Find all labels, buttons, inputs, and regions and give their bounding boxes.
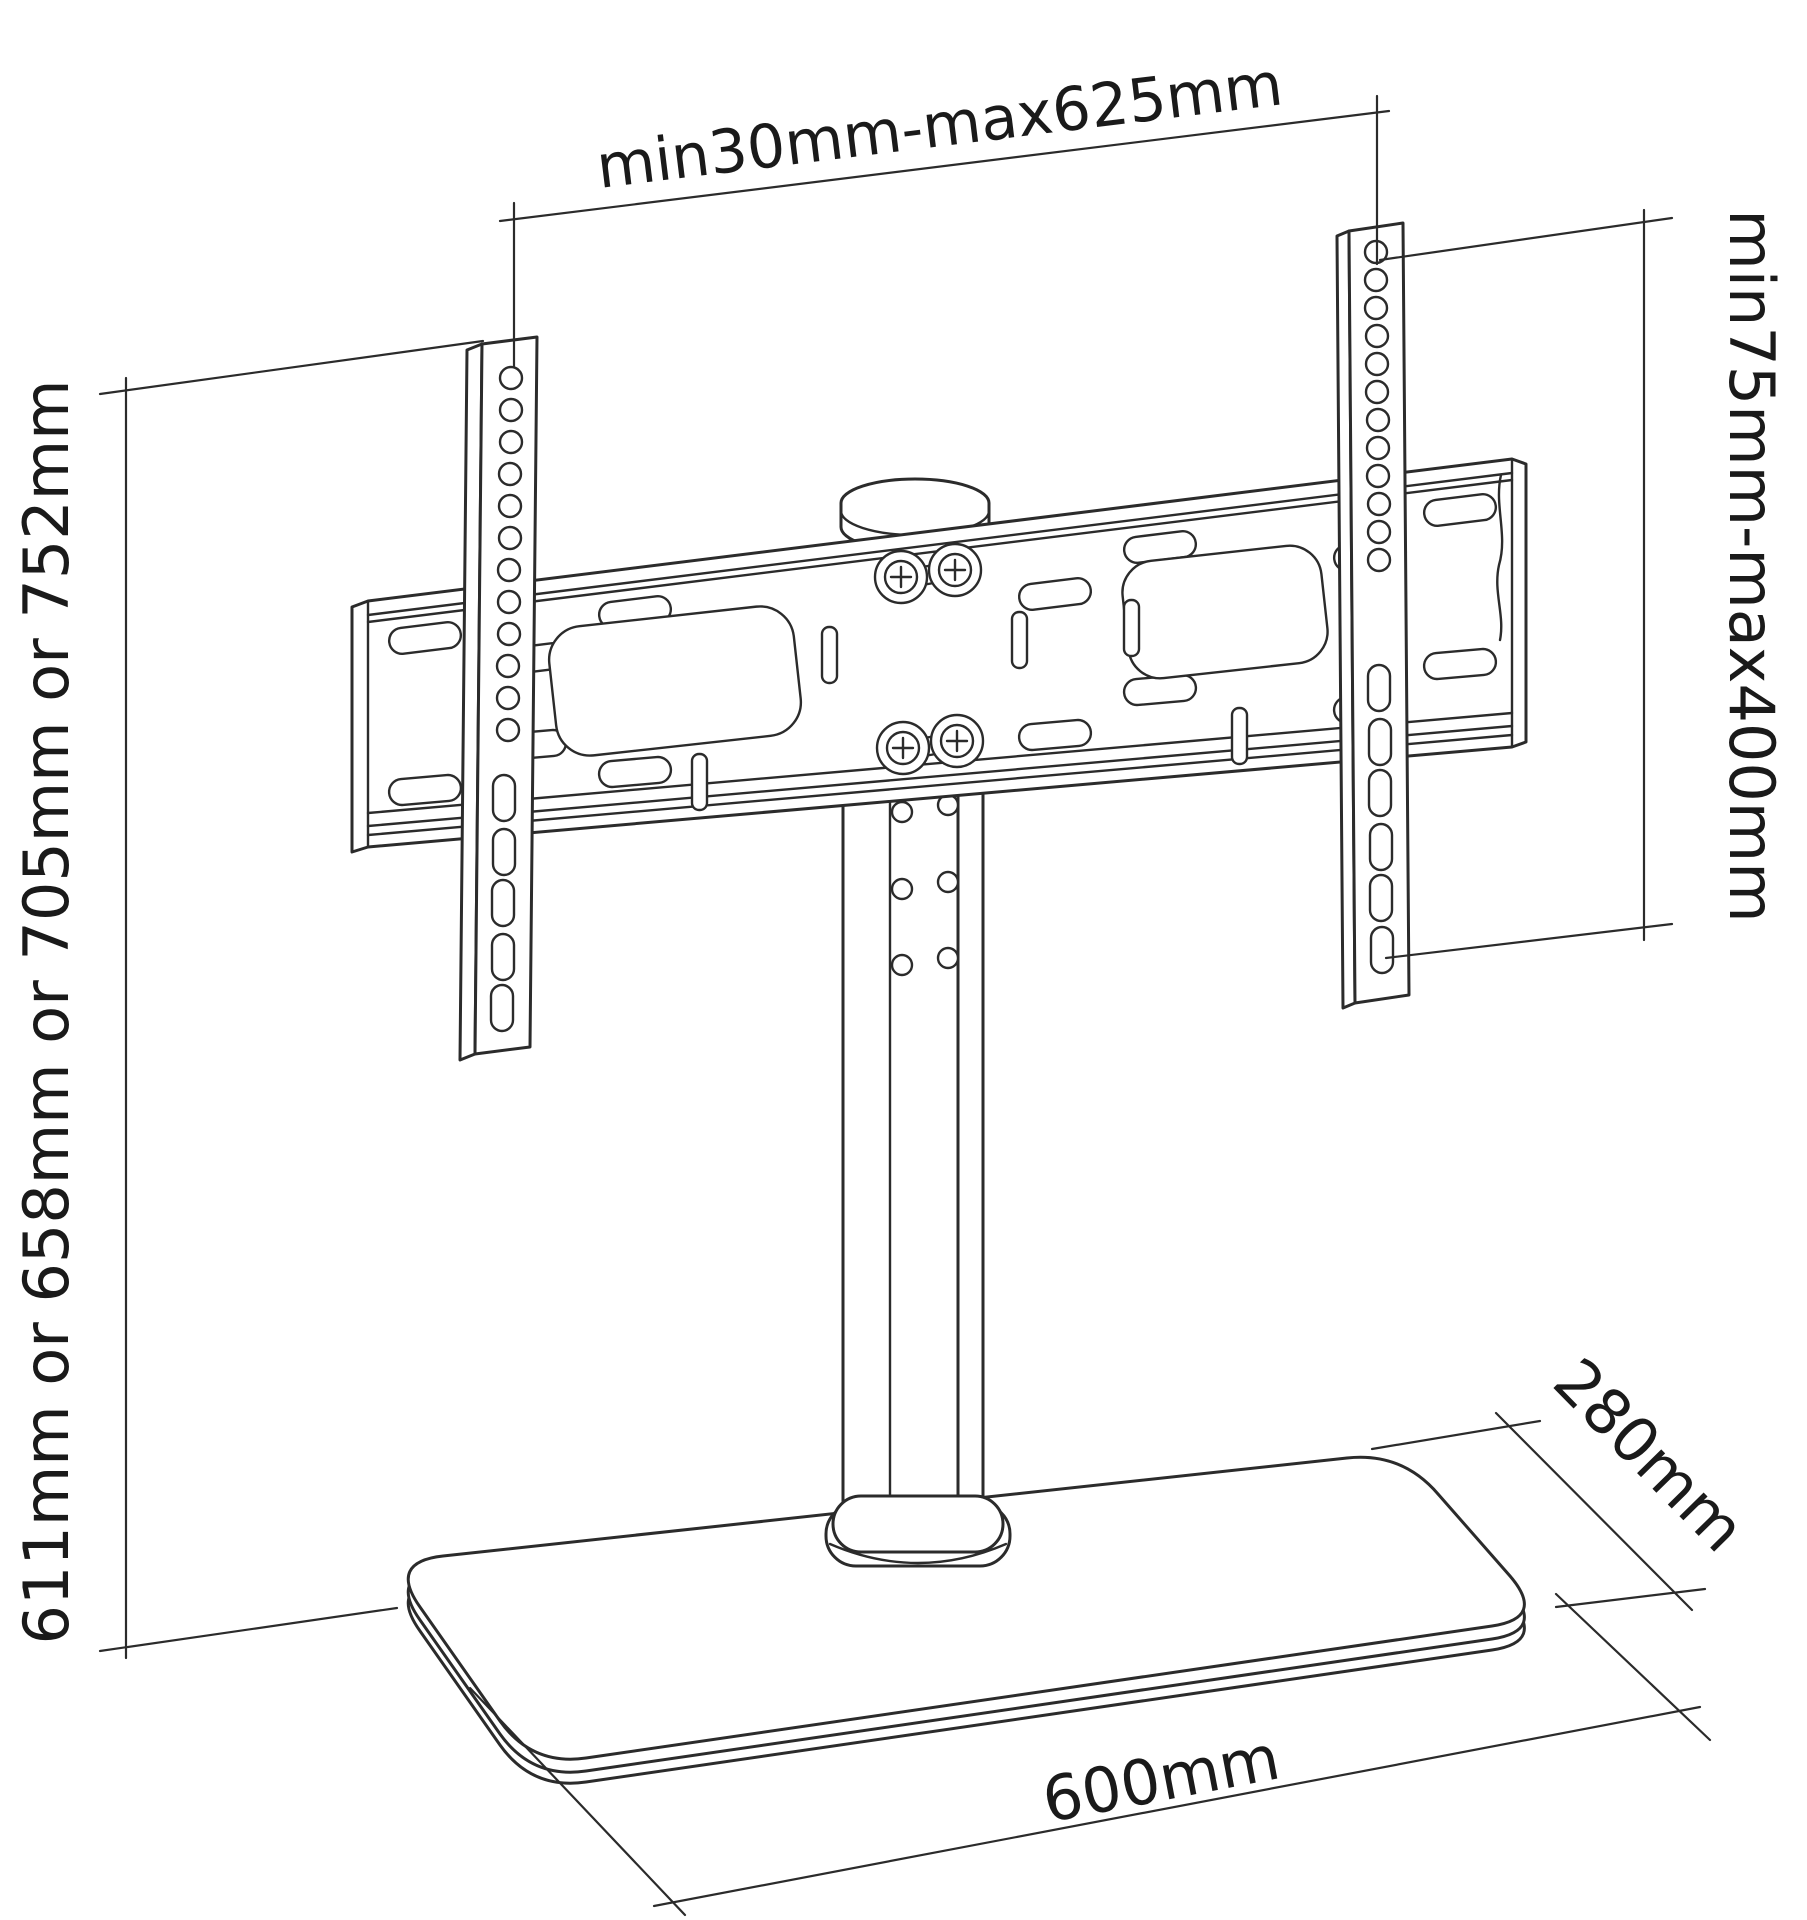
plate-vertical-slots	[690, 598, 1249, 812]
left-vesa-rail	[458, 335, 539, 1062]
dim-right-vesa	[1378, 208, 1674, 960]
dim-top-width	[498, 94, 1391, 368]
dim-left-height	[98, 339, 485, 1660]
base-plate	[406, 1455, 1526, 1785]
label-base-width: 600mm	[1037, 1721, 1286, 1838]
plate-window-right	[1121, 544, 1329, 680]
plate-window-left	[547, 605, 803, 757]
label-base-depth: 280mm	[1539, 1344, 1759, 1566]
right-vesa-rail	[1335, 221, 1411, 1010]
label-left-height: 611mm or 658mm or 705mm or 752mm	[10, 379, 83, 1644]
dim-base-width	[468, 1592, 1712, 1917]
plate-screws	[873, 542, 985, 776]
label-top-width: min30mm-max625mm	[593, 49, 1287, 203]
dim-base-depth	[1370, 1411, 1707, 1612]
column-collar	[824, 1494, 1012, 1568]
vesa-plate	[350, 457, 1528, 854]
label-right-height: min75mm-max400mm	[1715, 209, 1788, 922]
support-column	[841, 788, 985, 1520]
